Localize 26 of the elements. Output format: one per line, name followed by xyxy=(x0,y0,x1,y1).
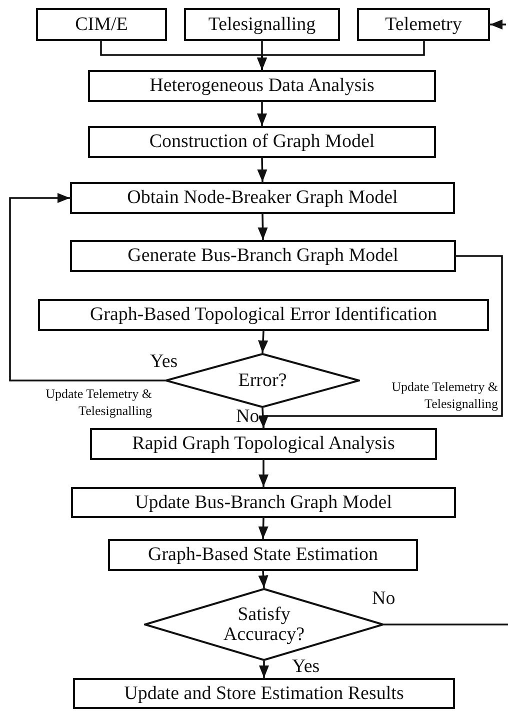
process-box: Telesignalling xyxy=(184,8,340,41)
process-box: CIM/E xyxy=(36,8,167,41)
arrow xyxy=(9,192,165,382)
process-box: Graph-Based State Estimation xyxy=(108,539,418,571)
arrow xyxy=(258,330,268,354)
process-box: Rapid Graph Topological Analysis xyxy=(90,428,437,460)
arrow xyxy=(258,661,270,678)
process-box: Update and Store Estimation Results xyxy=(73,678,455,709)
process-box: Generate Bus-Branch Graph Model xyxy=(70,240,456,272)
process-box: Graph-Based Topological Error Identification xyxy=(38,299,489,331)
process-box: Heterogeneous Data Analysis xyxy=(88,70,436,102)
connector-line xyxy=(490,19,506,30)
connector-line xyxy=(384,624,508,626)
arrow xyxy=(256,41,425,70)
arrow xyxy=(258,214,268,240)
arrow xyxy=(258,255,503,428)
process-box: Obtain Node-Breaker Graph Model xyxy=(70,182,455,214)
arrow xyxy=(257,158,268,182)
process-box: Telemetry xyxy=(357,8,490,41)
arrow xyxy=(258,518,268,540)
process-box: Update Bus-Branch Graph Model xyxy=(71,487,456,518)
arrow xyxy=(258,460,269,487)
arrow xyxy=(258,570,268,588)
arrow xyxy=(256,102,268,126)
process-box: Construction of Graph Model xyxy=(88,126,436,158)
branch-label: Yes xyxy=(150,352,178,372)
